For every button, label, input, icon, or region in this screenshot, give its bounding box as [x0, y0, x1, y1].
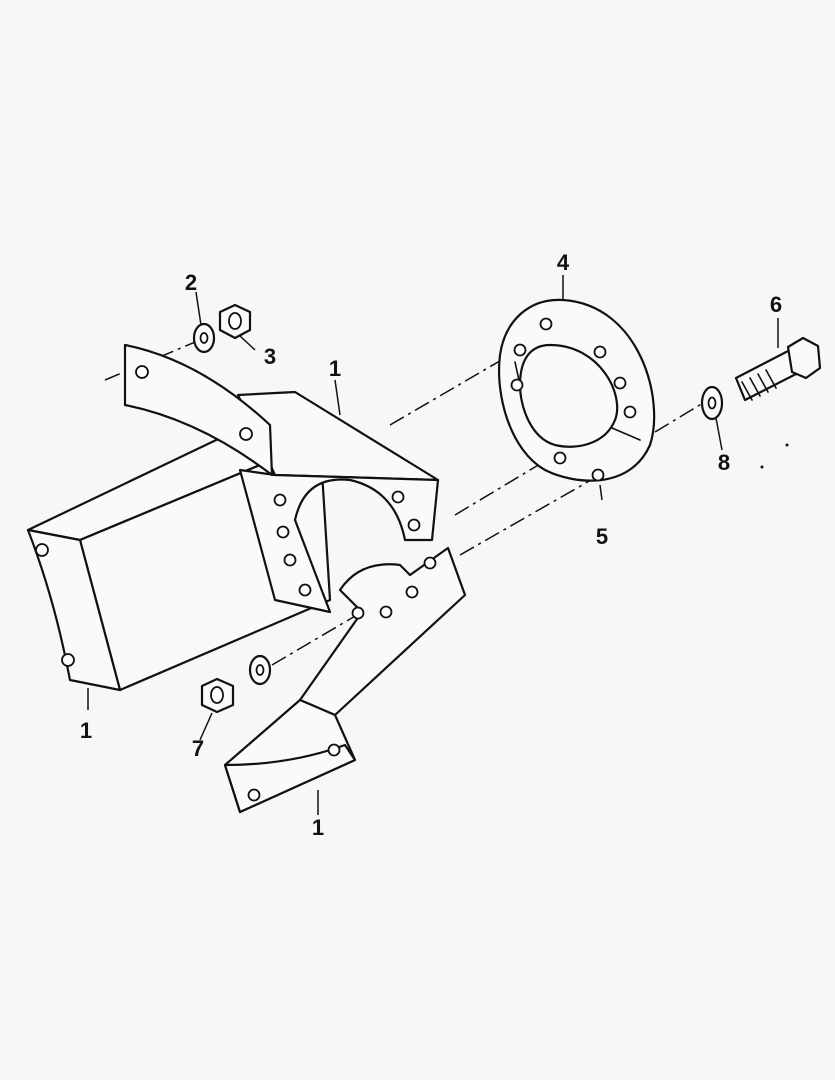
leader-lines [87, 275, 779, 815]
callout-bolt: 6 [770, 292, 782, 317]
bolt-washer [700, 385, 724, 421]
top-washer [192, 322, 216, 354]
stray-mark [760, 465, 764, 469]
callout-bracket-upper: 1 [329, 356, 341, 381]
bottom-nut [200, 677, 235, 714]
lower-bracket [223, 546, 467, 814]
bottom-washer [248, 654, 272, 686]
callout-labels: 2 3 1 4 5 6 8 1 7 1 [80, 250, 782, 840]
stray-mark [785, 443, 789, 447]
callout-ring-half-lower: 5 [596, 524, 608, 549]
callout-nut-bottom: 7 [192, 736, 204, 761]
callout-ring-half-upper: 4 [557, 250, 570, 275]
callout-washer-top: 2 [185, 270, 197, 295]
bolt [734, 336, 822, 402]
callout-bracket-lower: 1 [312, 815, 324, 840]
callout-nut-top: 3 [264, 344, 276, 369]
split-ring [498, 298, 656, 482]
callout-washer-bolt: 8 [718, 450, 730, 475]
upper-bracket [123, 343, 440, 614]
callout-bracket-side: 1 [80, 718, 92, 743]
top-nut [218, 303, 252, 340]
